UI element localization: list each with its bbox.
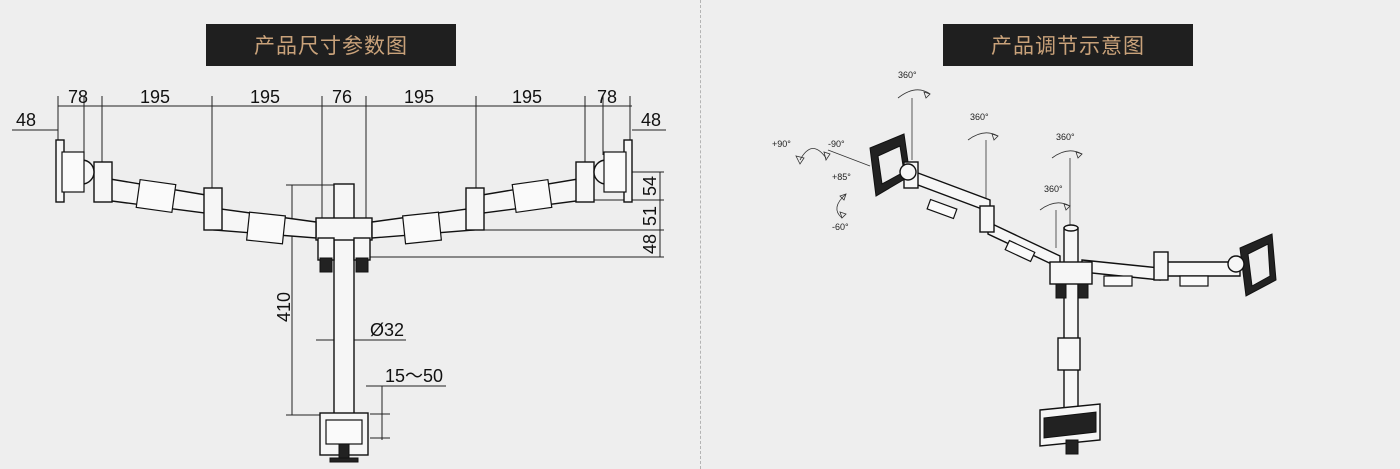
angle-tilt-minus60: -60° [832, 222, 849, 232]
dim-195-b: 195 [250, 87, 280, 107]
dim-78-left: 78 [68, 87, 88, 107]
dim-76: 76 [332, 87, 352, 107]
dimension-diagram-title: 产品尺寸参数图 [206, 24, 456, 66]
dim-48-right: 48 [641, 110, 661, 130]
angle-rot-arm1: 360° [970, 112, 989, 122]
angle-rot-top: 360° [898, 70, 917, 80]
angle-rot-arm2: 360° [1056, 132, 1075, 142]
angle-tilt-minus90: -90° [828, 139, 845, 149]
adjustment-diagram-panel: 产品调节示意图 360° 360° 360° 360° +90° -90° +8… [700, 0, 1400, 469]
monitor-plate-right [1239, 233, 1277, 297]
dimension-drawing: 48 78 195 195 76 195 195 78 48 54 51 48 … [12, 87, 666, 463]
desk-clamp [1039, 403, 1101, 455]
left-arm [55, 139, 317, 245]
arm-assembly [899, 161, 1245, 287]
angle-tilt-plus90: +90° [772, 139, 791, 149]
center-hub [315, 217, 373, 273]
dim-clamp-range: 15～50 [385, 366, 443, 386]
dim-78-right: 78 [597, 87, 617, 107]
dim-48-left: 48 [16, 110, 36, 130]
adjustment-drawing: 360° 360° 360° 360° +90° -90° +85° -60° [772, 70, 1277, 455]
dim-195-a: 195 [140, 87, 170, 107]
dim-48-side: 48 [640, 234, 660, 254]
dim-pole-diameter: Ø32 [370, 320, 404, 340]
angle-rot-pole: 360° [1044, 184, 1063, 194]
right-arm [371, 139, 633, 245]
dim-195-c: 195 [404, 87, 434, 107]
angle-tilt-plus85: +85° [832, 172, 851, 182]
rotate-arrow-icon [795, 89, 1083, 219]
dim-195-d: 195 [512, 87, 542, 107]
dim-51: 51 [640, 206, 660, 226]
dim-54: 54 [640, 176, 660, 196]
desk-clamp [319, 412, 369, 463]
dim-410: 410 [274, 292, 294, 322]
adjustment-diagram-title: 产品调节示意图 [943, 24, 1193, 66]
dimension-diagram-panel: 产品尺寸参数图 48 78 195 195 76 195 195 78 48 [12, 24, 666, 463]
panel-divider [700, 0, 701, 469]
